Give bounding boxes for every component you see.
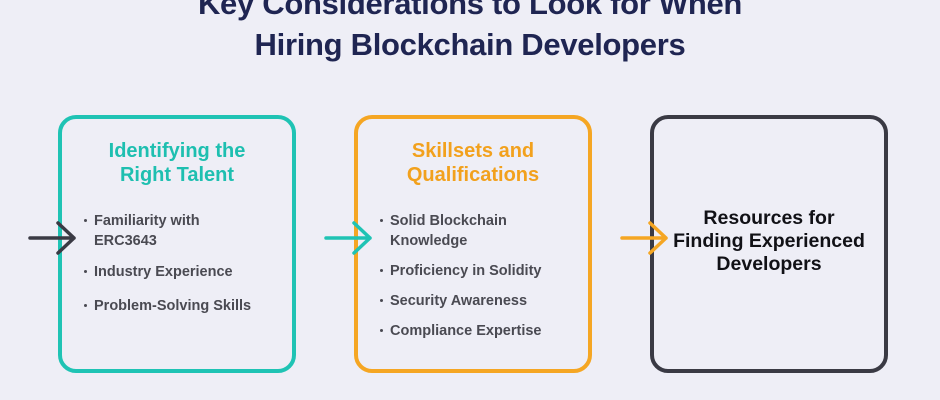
- card-heading: Skillsets and Qualifications: [358, 139, 588, 187]
- card-heading: Resources for Finding Experienced Develo…: [654, 207, 884, 276]
- card-heading-line: Resources for: [703, 207, 835, 229]
- list-item: Industry Experience: [82, 262, 287, 282]
- card-heading-line: Finding Experienced: [673, 230, 865, 252]
- page-title-line-1: Key Considerations to Look for When: [197, 0, 743, 21]
- list-item: Problem-Solving Skills: [82, 296, 287, 316]
- card-skillsets-qualifications: Skillsets and Qualifications Solid Block…: [354, 115, 592, 373]
- list-item: Solid Blockchain Knowledge: [378, 211, 583, 251]
- list-item-line: Problem-Solving Skills: [94, 298, 252, 314]
- list-item-line: Proficiency in Solidity: [390, 263, 542, 279]
- card-identifying-talent: Identifying the Right Talent Familiarity…: [58, 115, 296, 373]
- card-heading-line: Developers: [716, 253, 822, 275]
- page-title-line-2: Hiring Blockchain Developers: [254, 27, 686, 62]
- card-heading-line: Qualifications: [406, 164, 540, 186]
- card-resources: Resources for Finding Experienced Develo…: [650, 115, 888, 373]
- list-item-line: Familiarity with: [94, 213, 200, 229]
- bullet-list: Familiarity with ERC3643 Industry Experi…: [82, 211, 287, 327]
- list-item-line: ERC3643: [94, 233, 157, 249]
- arrow-right-icon: [28, 221, 76, 255]
- list-item-line: Security Awareness: [390, 293, 528, 309]
- list-item: Security Awareness: [378, 291, 583, 311]
- arrow-right-icon: [620, 221, 668, 255]
- card-heading-line: Skillsets and: [411, 140, 535, 162]
- list-item-line: Knowledge: [390, 233, 468, 249]
- arrow-right-icon: [324, 221, 372, 255]
- list-item-line: Compliance Expertise: [390, 323, 542, 339]
- list-item-line: Industry Experience: [94, 264, 233, 280]
- bullet-list: Solid Blockchain Knowledge Proficiency i…: [378, 211, 583, 351]
- card-heading-line: Right Talent: [119, 164, 235, 186]
- list-item-line: Solid Blockchain: [390, 213, 507, 229]
- list-item: Compliance Expertise: [378, 321, 583, 341]
- card-heading-line: Identifying the: [108, 140, 246, 162]
- list-item: Proficiency in Solidity: [378, 261, 583, 281]
- list-item: Familiarity with ERC3643: [82, 211, 287, 251]
- card-heading: Identifying the Right Talent: [62, 139, 292, 187]
